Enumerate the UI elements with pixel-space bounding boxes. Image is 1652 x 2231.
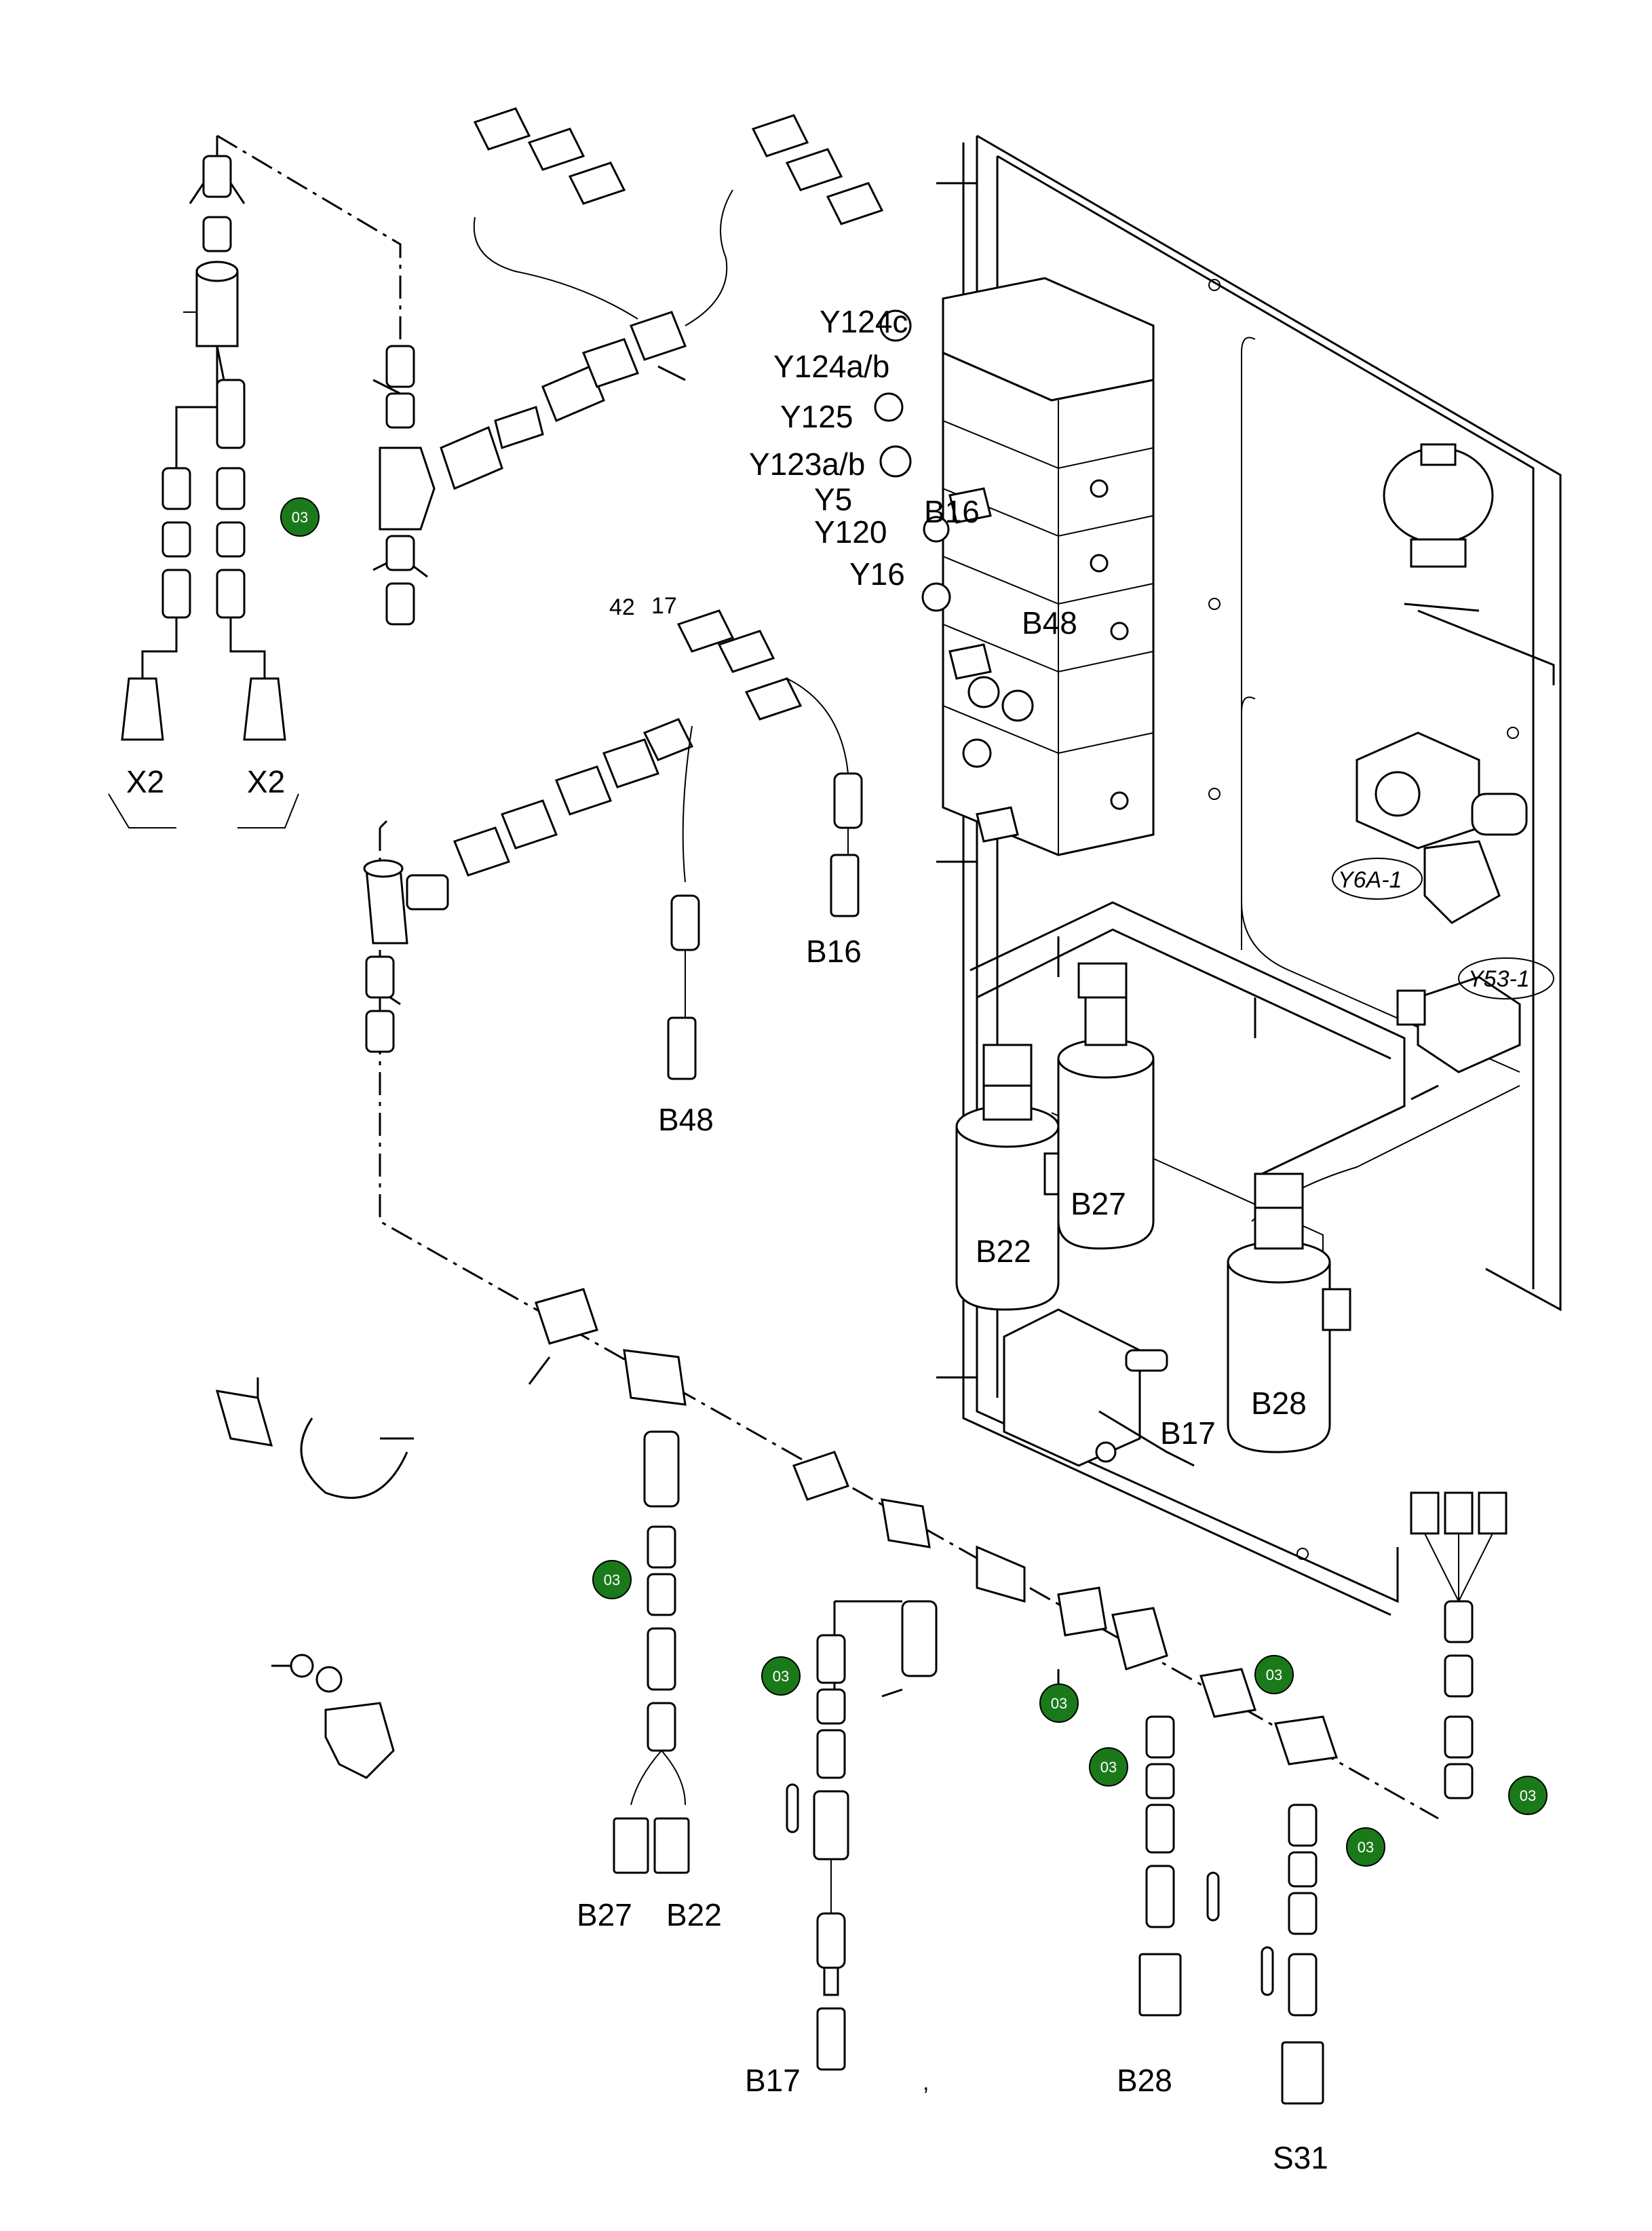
pressure-block-b17: [1003, 1308, 1195, 1467]
label-b48-sensor: B48: [658, 1102, 714, 1137]
label-b27-filter: B27: [1071, 1186, 1126, 1221]
label-b17-sensor: B17: [745, 2063, 801, 2098]
label-y16: Y16: [849, 556, 905, 592]
svg-text:03: 03: [604, 1571, 620, 1588]
svg-text:03: 03: [292, 509, 308, 526]
label-y120: Y120: [814, 514, 887, 550]
label-b48-valve: B48: [1022, 605, 1077, 641]
badge-03[interactable]: 03: [1346, 1827, 1385, 1867]
label-b22-filter: B22: [976, 1234, 1031, 1269]
badge-03[interactable]: 03: [280, 497, 320, 537]
upper-harness: [379, 107, 884, 626]
label-y6a1: Y6A-1: [1338, 867, 1402, 893]
filter-b27: [1057, 962, 1155, 1250]
label-b28-filter: B28: [1251, 1386, 1307, 1421]
label-b16-sensor: B16: [806, 934, 862, 969]
label-b22-connector: B22: [666, 1897, 722, 1932]
side-valves: [1356, 731, 1528, 1073]
svg-text:03: 03: [1520, 1787, 1536, 1804]
upper-left-branch: [108, 155, 299, 828]
svg-text:03: 03: [1100, 1759, 1117, 1776]
label-wire-17: 17: [651, 593, 677, 619]
label-b17-block: B17: [1160, 1415, 1216, 1451]
badge-03[interactable]: 03: [1508, 1776, 1548, 1815]
label-y124ab: Y124a/b: [773, 349, 889, 384]
label-wire-42: 42: [609, 594, 635, 620]
badge-03[interactable]: 03: [1254, 1655, 1294, 1694]
label-y53-1-oval: [1458, 957, 1554, 999]
label-x2-left: X2: [126, 764, 164, 799]
middle-harness: [363, 609, 863, 1080]
label-y125: Y125: [780, 399, 853, 434]
svg-text:03: 03: [773, 1668, 789, 1685]
label-y6a1-oval: [1332, 858, 1423, 900]
badge-03[interactable]: 03: [1039, 1683, 1079, 1723]
valve-block-stack: [874, 277, 1155, 856]
loose-parts: [215, 1377, 414, 1779]
svg-text:03: 03: [1266, 1666, 1282, 1683]
filter-b28: [1227, 1172, 1351, 1453]
label-b16-valve: B16: [924, 494, 980, 529]
label-b28-connector: B28: [1117, 2063, 1172, 2098]
label-y5: Y5: [814, 482, 852, 517]
badge-03[interactable]: 03: [761, 1656, 801, 1696]
badge-03[interactable]: 03: [1089, 1747, 1128, 1787]
label-y123ab: Y123a/b: [749, 446, 865, 482]
label-x2-right: X2: [247, 764, 285, 799]
accumulator: [1383, 443, 1555, 685]
filter-b22: [955, 1044, 1073, 1311]
svg-text:03: 03: [1358, 1839, 1374, 1856]
label-b27-connector: B27: [577, 1897, 632, 1932]
label-s31-connector: S31: [1273, 2140, 1328, 2175]
label-y53-1: Y53-1: [1468, 966, 1530, 992]
svg-text:03: 03: [1051, 1695, 1067, 1712]
badge-03[interactable]: 03: [592, 1560, 632, 1599]
label-y124c: Y124c: [820, 304, 908, 339]
label-comma: ,: [923, 2070, 929, 2095]
lower-harness: [535, 1288, 1507, 2105]
